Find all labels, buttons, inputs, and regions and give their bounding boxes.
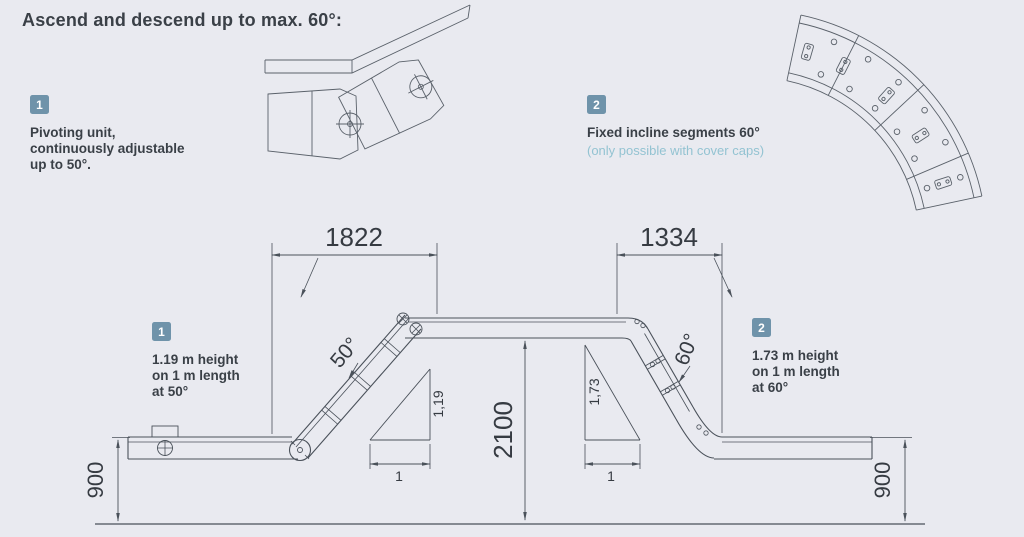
dim-span-left-value: 1822	[325, 222, 383, 252]
label-right-line2: on 1 m length	[752, 363, 840, 379]
angle-left-value: 50°	[326, 333, 364, 372]
run-right-value: 1	[607, 468, 615, 484]
page-title: Ascend and descend up to max. 60°:	[22, 10, 343, 30]
dim-height-right-value: 900	[870, 462, 895, 499]
curved-segment-drawing	[786, 14, 983, 211]
badge-2-diagram: 2	[752, 318, 771, 337]
slope-triangle-right	[584, 344, 641, 469]
label-right-line1: 1.73 m height	[752, 348, 839, 363]
angle-right-value: 60°	[670, 331, 703, 369]
angle-right-leader	[678, 365, 691, 383]
callout-pivoting-line3: up to 50°.	[30, 156, 91, 172]
callout-fixed-note: (only possible with cover caps)	[587, 142, 765, 158]
dim-height-left-value: 900	[83, 462, 108, 499]
dimensioning	[112, 243, 912, 522]
dimension-height-right	[870, 437, 912, 522]
label-right-slope: 2 1.73 m height on 1 m length at 60°	[752, 318, 840, 396]
dimension-span-left	[271, 243, 438, 434]
rise-right-value: 1,73	[586, 378, 602, 405]
callout-pivoting-line2: continuously adjustable	[30, 140, 185, 156]
label-left-line3: at 50°	[152, 383, 189, 399]
bolt-circles	[817, 38, 964, 192]
badge-2: 2	[587, 95, 606, 114]
pivoting-unit-drawing	[264, 4, 471, 160]
dimension-height-left	[112, 437, 130, 522]
run-left-value: 1	[395, 468, 403, 484]
label-left-slope: 1 1.19 m height on 1 m length at 50°	[152, 322, 240, 400]
label-left-line1: 1.19 m height	[152, 352, 239, 367]
dim-span-right-value: 1334	[640, 222, 698, 252]
badge-1: 1	[30, 95, 49, 114]
callout-fixed-title: Fixed incline segments 60°	[587, 125, 760, 140]
label-right-line3: at 60°	[752, 379, 789, 395]
main-elevation-drawing	[95, 312, 925, 525]
decline-segment-joints	[644, 355, 681, 396]
badge-1-diagram: 1	[152, 322, 171, 341]
callout-fixed-segments: 2 Fixed incline segments 60° (only possi…	[587, 95, 764, 158]
dim-total-height-value: 2100	[488, 401, 518, 459]
callout-pivoting-line1: Pivoting unit,	[30, 125, 116, 140]
label-left-line2: on 1 m length	[152, 367, 240, 383]
callout-pivoting-unit: 1 Pivoting unit, continuously adjustable…	[30, 95, 185, 173]
clamp-blocks	[800, 42, 953, 190]
slope-triangle-left	[369, 368, 431, 469]
rise-left-value: 1,19	[430, 390, 446, 417]
dimension-span-right	[616, 243, 733, 433]
angle-left-leader	[348, 362, 359, 379]
